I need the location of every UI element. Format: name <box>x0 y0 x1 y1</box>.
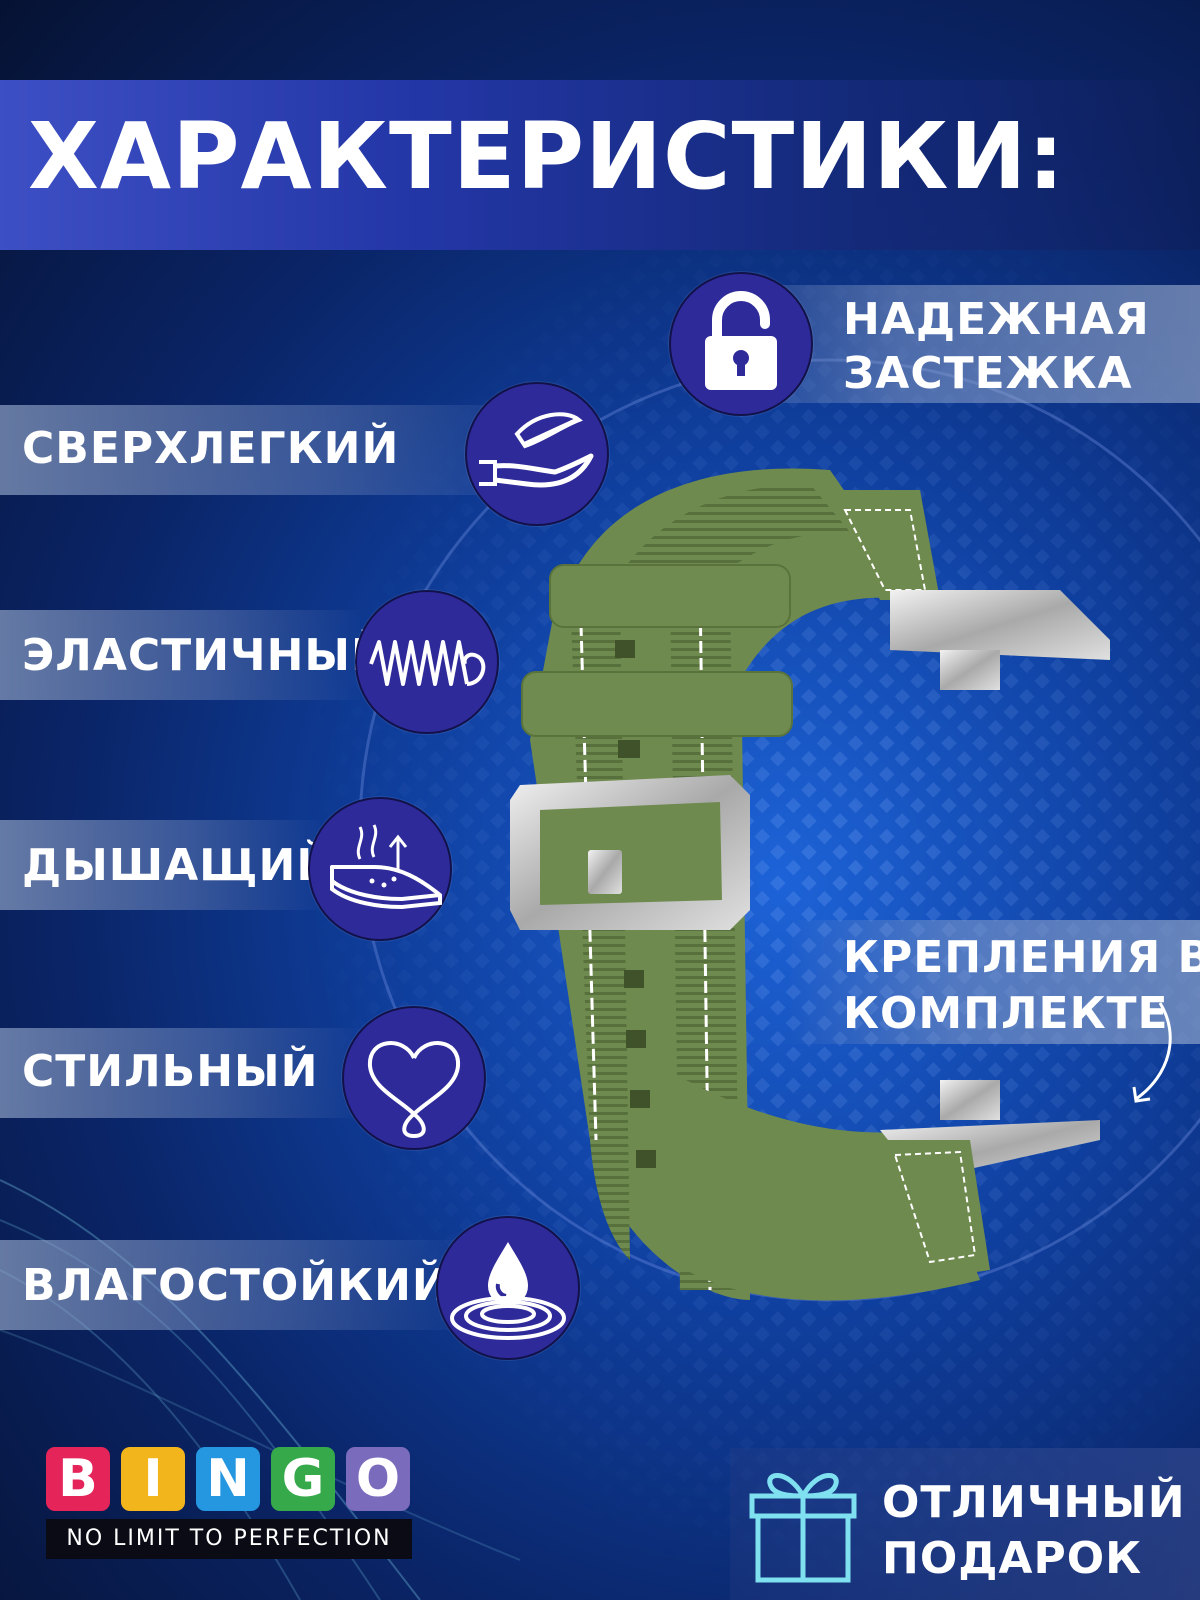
logo-letter-g: G <box>271 1447 335 1511</box>
feature-label-lightweight: СВЕРХЛЕГКИЙ <box>22 423 400 474</box>
logo-letter-i: I <box>121 1447 185 1511</box>
breathable-fabric-icon <box>308 797 452 941</box>
gift-band <box>730 1448 1200 1600</box>
feature-label-stylish: СТИЛЬНЫЙ <box>22 1046 319 1097</box>
feature-band-lightweight <box>0 405 540 495</box>
logo-letter-n: N <box>196 1447 260 1511</box>
feature-band-breathable <box>0 820 320 910</box>
water-drop-icon <box>436 1216 580 1360</box>
title-band <box>0 80 1200 250</box>
mounts-label: КРЕПЛЕНИЯ В КОМПЛЕКТЕ <box>843 932 1200 1039</box>
feature-label-waterproof: ВЛАГОСТОЙКИЙ <box>22 1260 450 1311</box>
logo-letter-o: O <box>346 1447 410 1511</box>
watch-strap-image <box>510 468 1110 1301</box>
gift-icon <box>749 1473 857 1583</box>
hand-feather-icon <box>465 382 609 526</box>
clasp-label: НАДЕЖНАЯ ЗАСТЕЖКА <box>843 294 1150 399</box>
spring-icon <box>355 590 499 734</box>
feature-band-elastic <box>0 610 360 700</box>
page-title: ХАРАКТЕРИСТИКИ: <box>28 103 1066 210</box>
feature-band-waterproof <box>0 1240 460 1330</box>
feature-label-elastic: ЭЛАСТИЧНЫЙ <box>22 630 389 681</box>
logo-tagline: NO LIMIT TO PERFECTION <box>46 1519 412 1559</box>
feature-band-stylish <box>0 1028 360 1118</box>
mounts-band <box>790 920 1200 1044</box>
curved-arrow-icon <box>1132 1002 1172 1103</box>
feature-label-breathable: ДЫШАЩИЙ <box>22 840 335 891</box>
padlock-icon <box>669 272 813 416</box>
logo-letter-b: B <box>46 1447 110 1511</box>
heart-icon <box>342 1006 486 1150</box>
gift-label: ОТЛИЧНЫЙ ПОДАРОК <box>882 1477 1186 1584</box>
